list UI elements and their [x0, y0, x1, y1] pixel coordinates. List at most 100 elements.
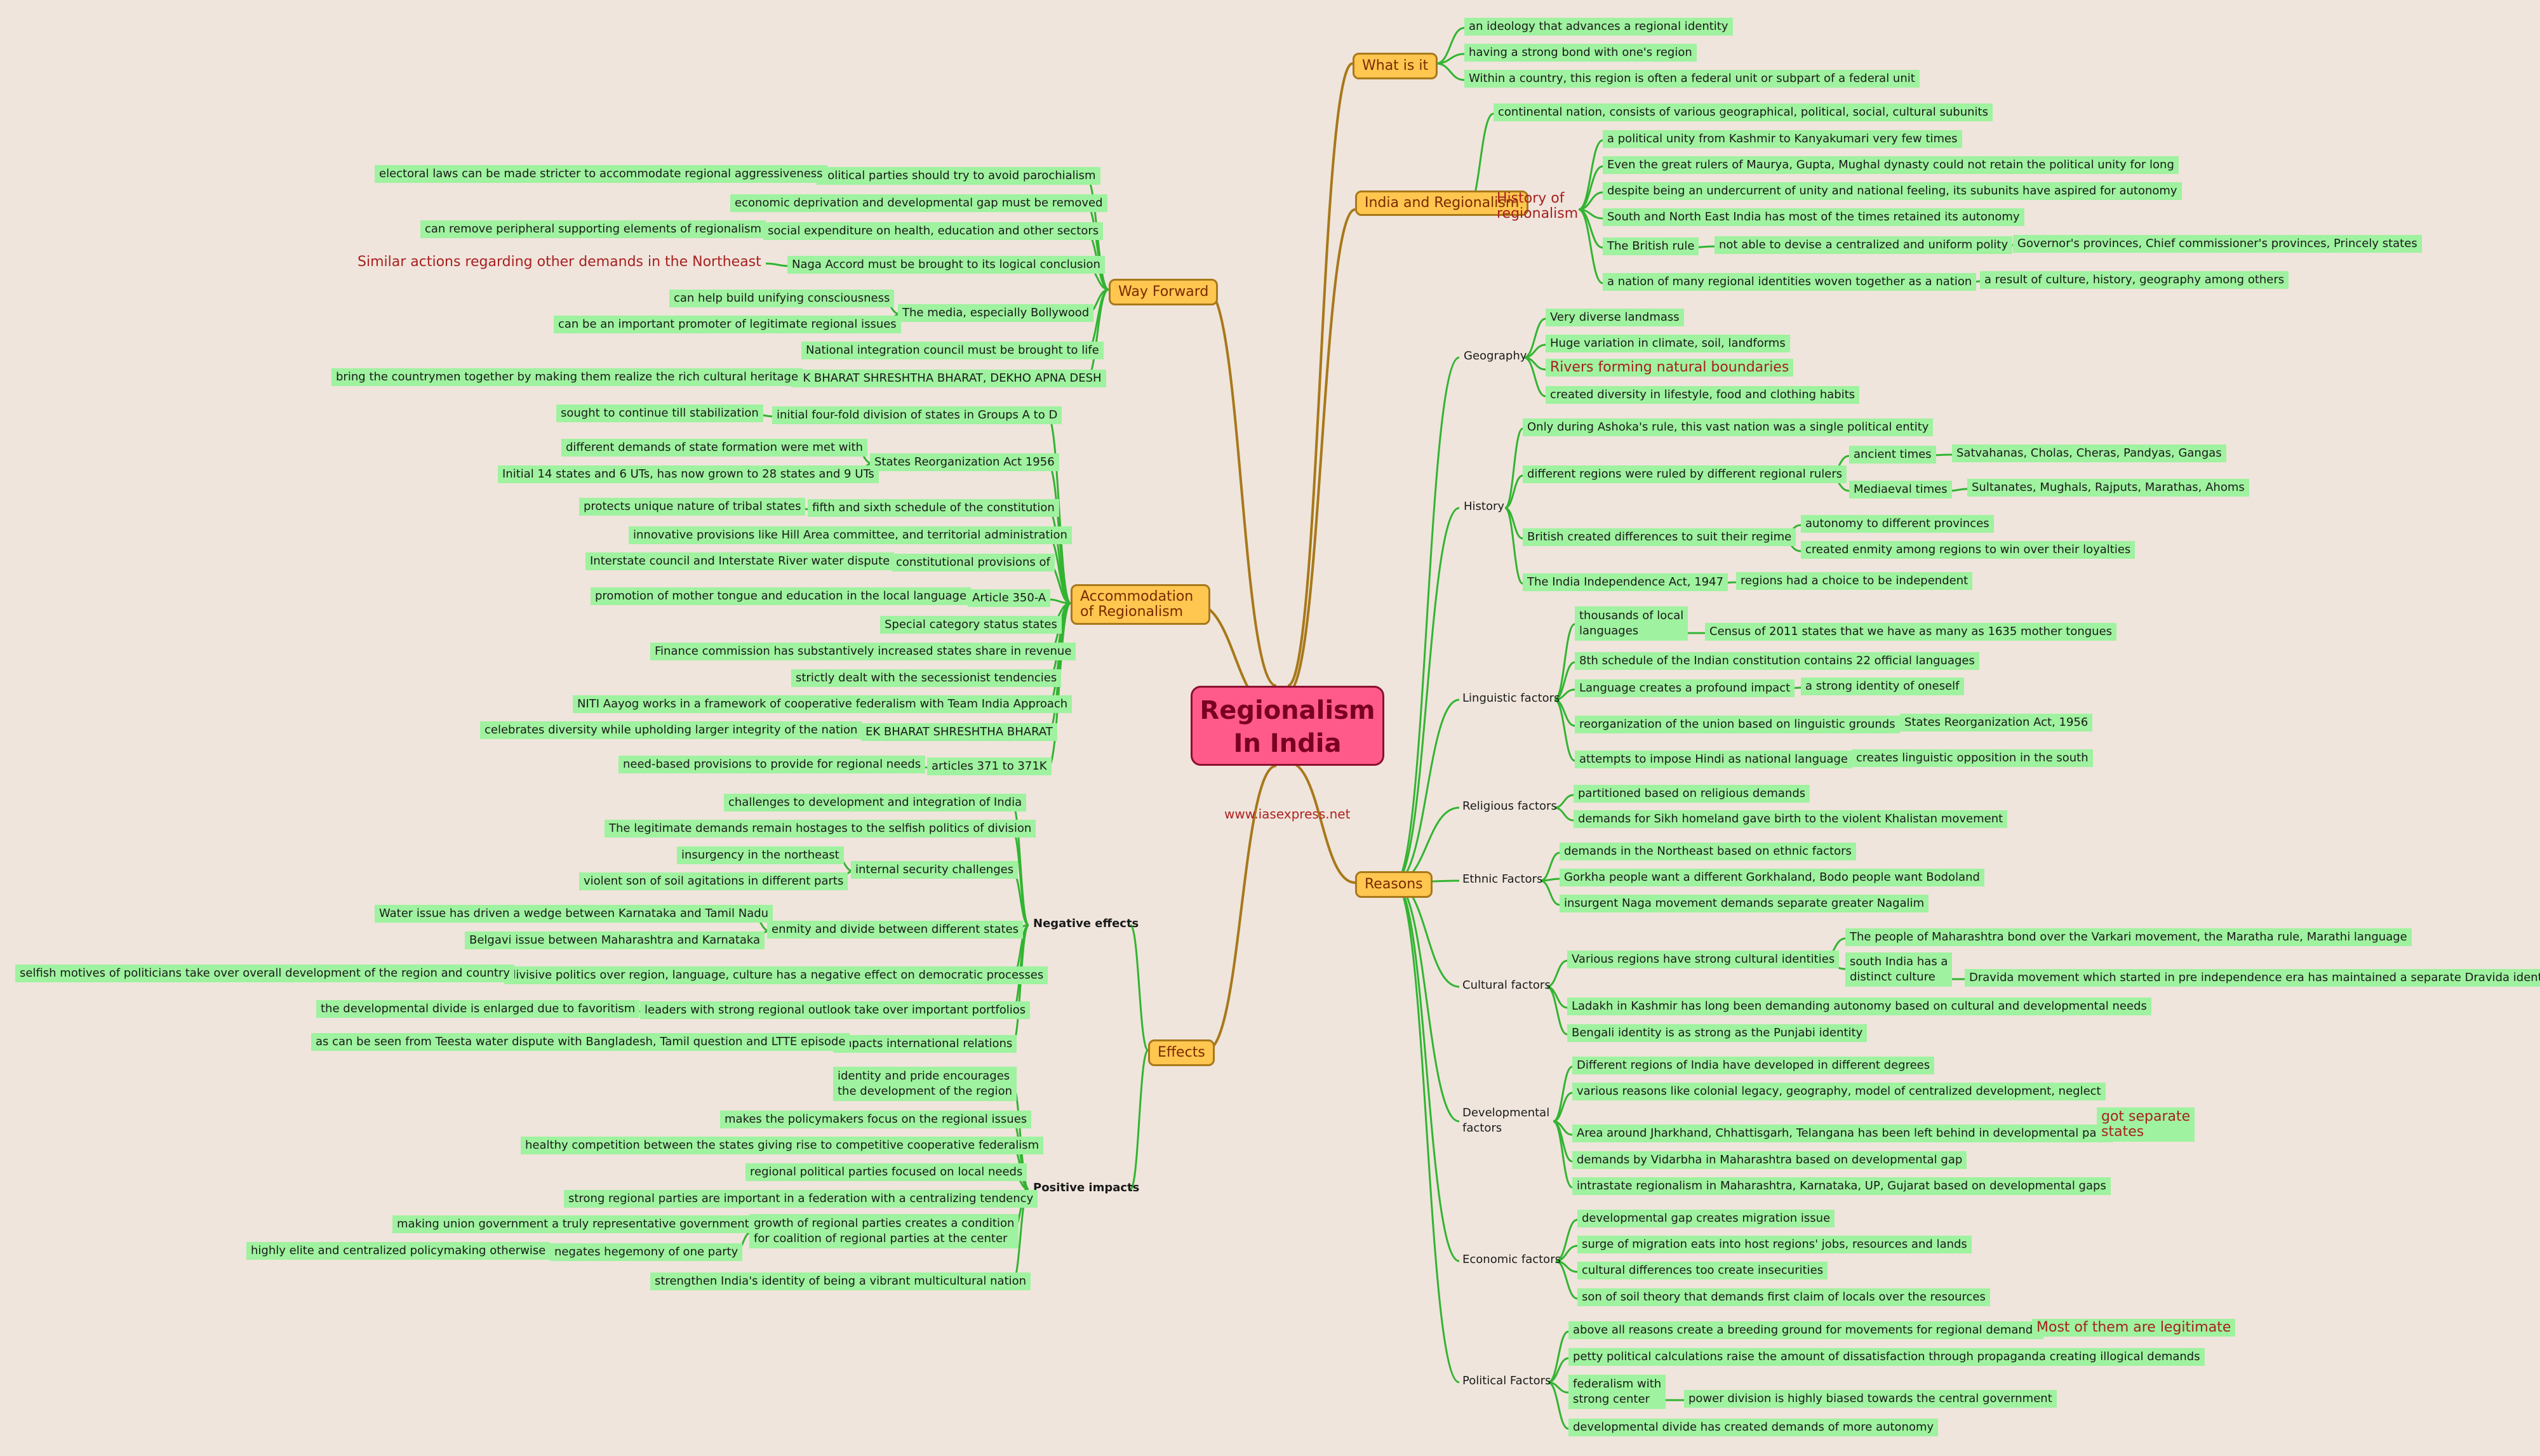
leaf: a result of culture, history, geography …	[1980, 271, 2289, 289]
leaf: strictly dealt with the secessionist ten…	[791, 669, 1062, 687]
leaf: Only during Ashoka's rule, this vast nat…	[1523, 418, 1934, 436]
leaf: articles 371 to 371K	[927, 758, 1052, 775]
connector	[765, 262, 791, 267]
branch-reasons[interactable]: Reasons	[1355, 871, 1433, 898]
leaf: Ladakh in Kashmir has long been demandin…	[1567, 998, 2151, 1015]
node-positive-impacts[interactable]: Positive impacts	[1033, 1181, 1140, 1194]
leaf: The British rule	[1603, 237, 1699, 255]
connector	[1206, 288, 1277, 687]
leaf: Huge variation in climate, soil, landfor…	[1546, 335, 1790, 352]
leaf: violent son of soil agitations in differ…	[579, 872, 848, 890]
leaf: 8th schedule of the Indian constitution …	[1575, 652, 1979, 670]
leaf: highly elite and centralized policymakin…	[246, 1242, 551, 1260]
leaf: British created differences to suit thei…	[1523, 528, 1796, 546]
branch-india-and-regionalism[interactable]: India and Regionalism	[1355, 190, 1529, 216]
leaf: different demands of state formation wer…	[561, 439, 867, 457]
node-line: Developmental	[1462, 1106, 1550, 1119]
leaf: Water issue has driven a wedge between K…	[375, 905, 773, 923]
node-history[interactable]: History	[1464, 500, 1505, 513]
node-economic-factors[interactable]: Economic factors	[1462, 1253, 1561, 1266]
leaf: Belgavi issue between Maharashtra and Ka…	[465, 932, 765, 949]
connector	[1555, 1260, 1578, 1300]
leaf: promotion of mother tongue and education…	[591, 587, 972, 605]
leaf: reorganization of the union based on lin…	[1575, 716, 1900, 733]
connector	[1287, 62, 1353, 687]
connector	[1949, 488, 1968, 492]
connector	[1578, 208, 1603, 284]
leaf: celebrates diversity while upholding lar…	[480, 721, 862, 739]
leaf: EK BHARAT SHRESHTHA BHARAT	[861, 723, 1057, 741]
leaf: social expenditure on health, education …	[763, 222, 1104, 240]
leaf: healthy competition between the states g…	[521, 1137, 1044, 1154]
node-history-of-regionalism[interactable]: History of regionalism	[1497, 190, 1579, 222]
node-cultural-factors[interactable]: Cultural factors	[1462, 978, 1551, 992]
node-line: factors	[1462, 1121, 1502, 1135]
leaf: Similar actions regarding other demands …	[358, 254, 761, 270]
leaf: cultural differences too create insecuri…	[1577, 1262, 1828, 1279]
connector	[1540, 879, 1560, 906]
leaf-line: identity and pride encourages	[838, 1069, 1010, 1083]
leaf: above all reasons create a breeding grou…	[1568, 1321, 2043, 1339]
connector	[1523, 356, 1546, 397]
connector	[1287, 761, 1356, 884]
node-political-factors[interactable]: Political Factors	[1462, 1374, 1551, 1387]
branch-way-forward[interactable]: Way Forward	[1109, 279, 1219, 305]
branch-accommodation-of-regionalism[interactable]: Accommodation of Regionalism	[1071, 584, 1210, 625]
leaf: insurgent Naga movement demands separate…	[1560, 895, 1929, 912]
leaf: Initial 14 states and 6 UTs, has now gro…	[498, 465, 879, 483]
connector	[1547, 1381, 1569, 1430]
leaf: can remove peripheral supporting element…	[420, 220, 766, 238]
connector	[1504, 427, 1523, 509]
connector	[1394, 881, 1460, 1123]
leaf-line: languages	[1579, 624, 1639, 638]
leaf: demands for Sikh homeland gave birth to …	[1574, 810, 2008, 828]
leaf: continental nation, consists of various …	[1494, 104, 1993, 121]
node-ethnic-factors[interactable]: Ethnic Factors	[1462, 872, 1543, 886]
leaf: as can be seen from Teesta water dispute…	[311, 1033, 850, 1051]
leaf: demands by Vidarbha in Maharashtra based…	[1572, 1151, 1967, 1169]
node-geography[interactable]: Geography	[1464, 349, 1527, 363]
leaf: Language creates a profound impact	[1575, 679, 1795, 697]
node-developmental-factors[interactable]: Developmental factors	[1458, 1104, 1554, 1138]
leaf: The legitimate demands remain hostages t…	[605, 820, 1036, 838]
leaf: Governor's provinces, Chief commissioner…	[2013, 235, 2422, 253]
leaf: need-based provisions to provide for reg…	[618, 756, 926, 773]
node-linguistic-factors[interactable]: Linguistic factors	[1462, 691, 1560, 705]
leaf: power division is highly biased towards …	[1684, 1390, 2057, 1408]
leaf: regional political parties focused on lo…	[745, 1163, 1027, 1181]
website-watermark: www.iasexpress.net	[1224, 806, 1351, 822]
leaf: initial four-fold division of states in …	[772, 406, 1062, 424]
leaf: Different regions of India have develope…	[1572, 1057, 1935, 1074]
leaf: regions had a choice to be independent	[1736, 572, 1973, 590]
leaf: makes the policymakers focus on the regi…	[720, 1111, 1032, 1128]
node-negative-effects[interactable]: Negative effects	[1033, 917, 1139, 930]
leaf: Gorkha people want a different Gorkhalan…	[1560, 869, 1984, 886]
branch-what-is-it[interactable]: What is it	[1353, 53, 1438, 79]
leaf: identity and pride encourages the develo…	[833, 1067, 1017, 1101]
leaf: not able to devise a centralized and uni…	[1714, 236, 2013, 254]
leaf: Satvahanas, Cholas, Cheras, Pandyas, Gan…	[1952, 444, 2226, 462]
leaf: Interstate council and Interstate River …	[585, 552, 895, 570]
root-node[interactable]: Regionalism In India	[1191, 686, 1384, 766]
leaf: Dravida movement which started in pre in…	[1965, 969, 2540, 987]
branch-effects[interactable]: Effects	[1148, 1039, 1215, 1066]
leaf-line: distinct culture	[1850, 970, 1935, 984]
leaf: despite being an undercurrent of unity a…	[1603, 182, 2182, 200]
leaf: can help build unifying consciousness	[669, 290, 895, 307]
connector	[1553, 1120, 1573, 1189]
leaf: south India has a distinct culture	[1845, 952, 1953, 987]
leaf: surge of migration eats into host region…	[1577, 1236, 1972, 1253]
node-religious-factors[interactable]: Religious factors	[1462, 799, 1557, 813]
leaf: Rivers forming natural boundaries	[1546, 359, 1794, 377]
leaf: challenges to development and integratio…	[724, 794, 1027, 811]
leaf: demands in the Northeast based on ethnic…	[1560, 843, 1856, 860]
leaf: constitutional provisions of	[892, 554, 1055, 571]
leaf: internal security challenges	[851, 861, 1019, 879]
leaf: negates hegemony of one party	[550, 1243, 743, 1261]
leaf: the developmental divide is enlarged due…	[316, 1000, 640, 1018]
leaf: developmental divide has created demands…	[1568, 1419, 1939, 1436]
leaf: thousands of local languages	[1575, 606, 1688, 641]
connector	[1546, 959, 1568, 988]
leaf: federalism with strong center	[1568, 1375, 1666, 1409]
leaf: created diversity in lifestyle, food and…	[1546, 386, 1860, 404]
